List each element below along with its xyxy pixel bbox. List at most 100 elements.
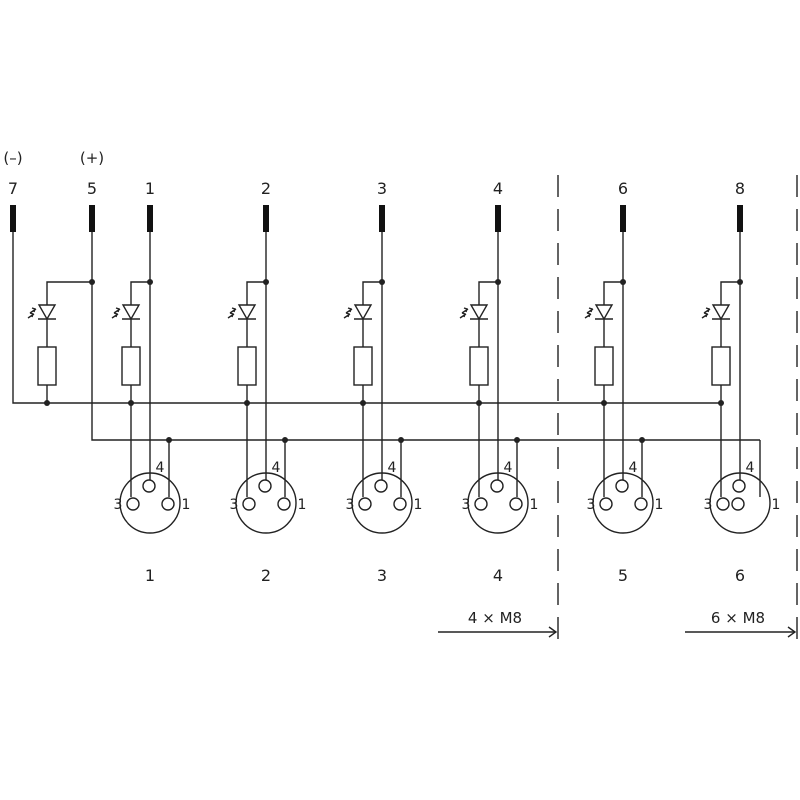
pin-label-4: 4 [156, 460, 165, 476]
resistor [469, 346, 489, 386]
pin-1 [509, 497, 523, 511]
terminal-label: 6 [618, 179, 628, 198]
pin-4 [732, 479, 746, 493]
pin-3 [474, 497, 488, 511]
led-wire [246, 281, 266, 305]
junction-dot [601, 400, 607, 406]
port-number: 5 [618, 566, 628, 585]
led-icon [701, 304, 731, 321]
ground-rail [12, 232, 723, 404]
led-wire [720, 281, 740, 305]
led-wire [478, 281, 498, 305]
resistor [237, 346, 257, 386]
m8-connector-port-6 [709, 472, 771, 534]
led-icon [584, 304, 614, 321]
junction-dot [244, 400, 250, 406]
pin-label-1: 1 [530, 497, 539, 513]
terminal-label: 2 [261, 179, 271, 198]
light-emission-arrows-icon [459, 307, 469, 319]
pin-label-4: 4 [504, 460, 513, 476]
terminal-label: 1 [145, 179, 155, 198]
led-triangle [469, 304, 489, 321]
terminal-2 [263, 205, 269, 232]
led-triangle [353, 304, 373, 321]
polarity-label: (+) [80, 149, 104, 167]
variant-label: 4 × M8 [468, 609, 522, 627]
pin-label-1: 1 [298, 497, 307, 513]
pin-1 [731, 497, 745, 511]
resistor [594, 346, 614, 386]
pin-4 [142, 479, 156, 493]
m8-connector-port-3 [351, 472, 413, 534]
pin-label-3: 3 [230, 497, 239, 513]
terminal-3 [379, 205, 385, 232]
port-number: 1 [145, 566, 155, 585]
pin-3 [242, 497, 256, 511]
pin-label-1: 1 [182, 497, 191, 513]
terminal-label: 4 [493, 179, 503, 198]
terminal-5 [89, 205, 95, 232]
pin-4 [374, 479, 388, 493]
terminal-8 [737, 205, 743, 232]
port-number: 6 [735, 566, 745, 585]
resistor [121, 346, 141, 386]
light-emission-arrows-icon [701, 307, 711, 319]
light-emission-arrows-icon [584, 307, 594, 319]
terminal-label: 7 [8, 179, 18, 198]
pin-label-1: 1 [655, 497, 664, 513]
light-emission-arrows-icon [343, 307, 353, 319]
pin-label-3: 3 [462, 497, 471, 513]
pin-3 [358, 497, 372, 511]
pin-3 [126, 497, 140, 511]
junction-dot [718, 400, 724, 406]
led-triangle [237, 304, 257, 321]
led-wire [46, 281, 92, 305]
m8-connector-port-1 [119, 472, 181, 534]
terminal-label: 8 [735, 179, 745, 198]
led-icon [27, 304, 57, 321]
light-emission-arrows-icon [27, 307, 37, 319]
supply-rail [91, 232, 760, 441]
pin-label-4: 4 [388, 460, 397, 476]
pin-label-4: 4 [746, 460, 755, 476]
arrow-head-icon [548, 626, 558, 638]
led-wire [362, 281, 382, 305]
junction-dot [128, 400, 134, 406]
light-emission-arrows-icon [111, 307, 121, 319]
junction-dot [360, 400, 366, 406]
terminal-7 [10, 205, 16, 232]
resistor [37, 346, 57, 386]
port-number: 4 [493, 566, 503, 585]
pin-label-3: 3 [346, 497, 355, 513]
terminal-6 [620, 205, 626, 232]
pin-label-4: 4 [272, 460, 281, 476]
led-wire [130, 281, 150, 305]
pin-label-1: 1 [414, 497, 423, 513]
pin-label-3: 3 [587, 497, 596, 513]
led-triangle [711, 304, 731, 321]
terminal-label: 3 [377, 179, 387, 198]
junction-dot [44, 400, 50, 406]
pin-4 [490, 479, 504, 493]
pin-1 [393, 497, 407, 511]
led-triangle [121, 304, 141, 321]
junction-dot [476, 400, 482, 406]
pin-3 [716, 497, 730, 511]
pin-label-3: 3 [114, 497, 123, 513]
terminal-4 [495, 205, 501, 232]
polarity-label: (–) [3, 149, 22, 167]
terminal-1 [147, 205, 153, 232]
pin-4 [615, 479, 629, 493]
pin-1 [634, 497, 648, 511]
led-icon [111, 304, 141, 321]
pin-label-3: 3 [704, 497, 713, 513]
arrow-head-icon [787, 626, 797, 638]
light-emission-arrows-icon [227, 307, 237, 319]
pin-label-4: 4 [629, 460, 638, 476]
led-triangle [37, 304, 57, 321]
led-wire [603, 281, 623, 305]
pin-3 [599, 497, 613, 511]
terminal-label: 5 [87, 179, 97, 198]
led-triangle [594, 304, 614, 321]
